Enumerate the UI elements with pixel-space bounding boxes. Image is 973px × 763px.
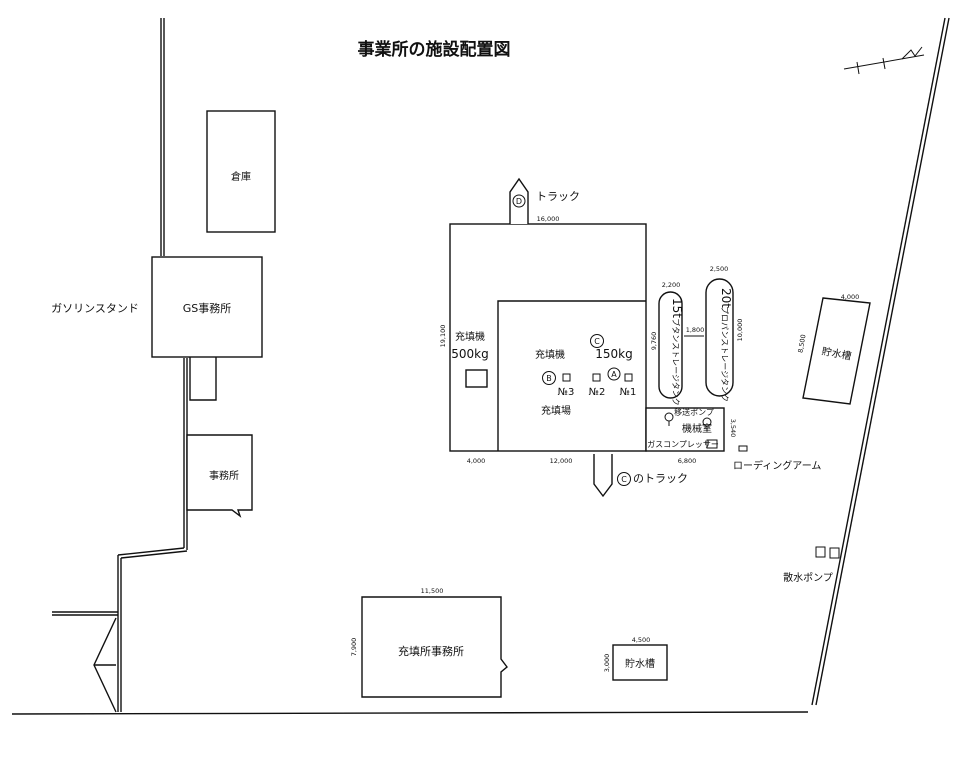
propane-capacity: 20t: [719, 288, 733, 308]
transfer-pump-icon: [664, 412, 712, 431]
compressor-unit: [706, 439, 718, 449]
machine-room: [645, 407, 725, 452]
water-tank-bottom-label: 貯水槽: [625, 657, 655, 670]
water-tank-right: [802, 297, 871, 405]
warehouse-building: [206, 110, 276, 233]
filler-no1-unit: [624, 373, 633, 382]
filler-no3-unit: [562, 373, 571, 382]
dim-right-width: 6,800: [678, 457, 697, 465]
north-arrow-icon: [843, 46, 925, 75]
page-title: 事業所の施設配置図: [358, 39, 511, 60]
sprinkler-pump-unit-2: [829, 547, 840, 559]
filler-500-capacity: 500kg: [451, 347, 488, 361]
dim-office-h: 7,900: [350, 638, 358, 657]
marker-c: [590, 334, 604, 348]
dim-water-bot-w: 4,500: [632, 636, 651, 644]
butane-storage-tank: [658, 291, 683, 399]
filler-no1-label: №1: [620, 387, 637, 398]
gs-office-annex: [189, 357, 217, 401]
filling-yard-label: 充填場: [541, 404, 571, 417]
dim-shed-depth: 19,100: [439, 325, 447, 348]
office-label: 事務所: [209, 469, 239, 482]
marker-a-letter: A: [611, 370, 617, 379]
gs-office-label: GS事務所: [183, 301, 232, 315]
marker-a: [607, 367, 621, 381]
dim-left-offset: 4,000: [467, 457, 486, 465]
dim-room-depth: 3,540: [729, 419, 737, 438]
dim-shed-width: 16,000: [537, 215, 560, 223]
dim-inner-width: 12,000: [550, 457, 573, 465]
dim-office-w: 11,500: [421, 587, 444, 595]
marker-c-truck-letter: C: [621, 475, 627, 484]
transfer-pump-label: 移送ポンプ: [674, 407, 714, 417]
propane-tank-label: プロパンストレージタンク: [720, 306, 729, 402]
dim-inner-depth: 9,760: [650, 332, 658, 351]
loading-arm-label: ローディングアーム: [733, 459, 821, 472]
dim-propane-dia: 2,500: [710, 265, 729, 273]
gas-station-label: ガソリンスタンド: [51, 302, 139, 315]
propane-storage-tank: [705, 278, 734, 397]
dim-tank-length: 10,000: [736, 319, 744, 342]
office-building: [186, 434, 253, 518]
marker-d-letter: D: [516, 197, 522, 206]
dim-tank-gap: 1,800: [686, 326, 705, 334]
sprinkler-pump-unit-1: [815, 546, 826, 558]
filling-office-label: 充填所事務所: [398, 644, 464, 658]
dim-water-right-w: 4,000: [841, 293, 860, 301]
dim-butane-dia: 2,200: [662, 281, 681, 289]
truck-d-label: トラック: [536, 190, 580, 203]
truck-d: [509, 177, 529, 224]
filler-500-machine: [465, 369, 488, 388]
marker-b-letter: B: [546, 374, 552, 383]
butane-capacity: 15t: [670, 298, 684, 318]
marker-d: [512, 194, 526, 208]
dim-water-right-h: 8,500: [796, 334, 807, 354]
filling-office-building: [361, 596, 508, 698]
butane-tank-label: ブタンストレージタンク: [671, 318, 681, 406]
sprinkler-pump-label: 散水ポンプ: [783, 571, 833, 584]
truck-c: [593, 454, 613, 498]
dim-water-bot-h: 3,000: [603, 654, 611, 673]
marker-b: [542, 371, 556, 385]
marker-c-truck: [617, 472, 631, 486]
filler-no2-unit: [592, 373, 601, 382]
filling-shed-inner: [497, 300, 646, 451]
marker-c-letter: C: [594, 337, 600, 346]
filler-no2-label: №2: [589, 387, 606, 398]
filler-500-label: 充填機: [455, 330, 485, 343]
filler-no3-label: №3: [558, 387, 575, 398]
filler-150-capacity: 150kg: [595, 347, 632, 361]
loading-arm-unit: [738, 445, 748, 452]
filling-shed-outer: [449, 223, 647, 452]
machine-room-label: 機械室: [682, 422, 712, 435]
compressor-label: ガスコンプレッサー: [647, 439, 719, 449]
gs-office-building: [151, 256, 263, 358]
water-tank-bottom: [612, 644, 668, 681]
filler-150-label: 充填機: [535, 348, 565, 361]
warehouse-label: 倉庫: [231, 170, 251, 183]
truck-c-label: のトラック: [633, 472, 688, 485]
